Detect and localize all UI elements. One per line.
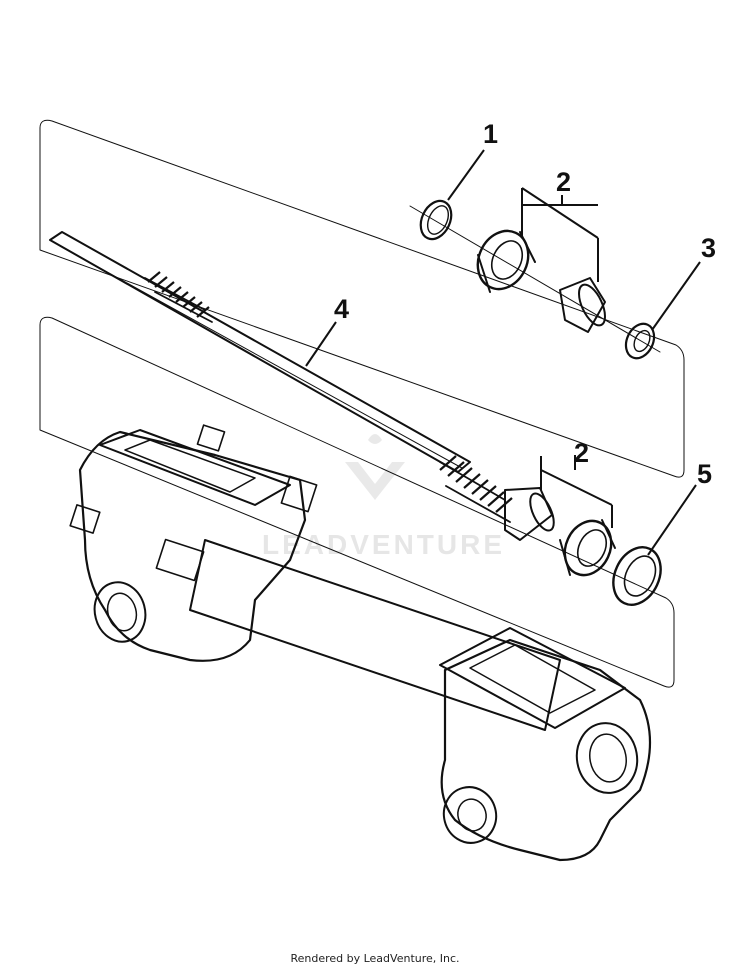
callout-3: 3 — [701, 233, 716, 263]
bearing-cup-lower — [559, 519, 616, 577]
callout-4: 4 — [334, 294, 349, 324]
bearing-cone-lower — [504, 487, 555, 541]
washer — [624, 322, 656, 360]
callout-1: 1 — [483, 119, 498, 149]
assembly-axis-line — [409, 205, 661, 353]
lower-group-boundary — [39, 316, 675, 688]
worm-shaft — [49, 231, 513, 523]
watermark-logo: LEADVENTURE — [262, 434, 505, 560]
render-credit: Rendered by LeadVenture, Inc. — [290, 952, 460, 965]
axle-housing — [69, 424, 652, 862]
callout-5: 5 — [697, 459, 712, 489]
callout-2-upper: 2 — [556, 167, 571, 197]
watermark-text: LEADVENTURE — [262, 529, 505, 560]
callout-2-lower: 2 — [574, 438, 589, 468]
thrust-washer — [612, 546, 662, 606]
leader-lines — [305, 149, 701, 556]
upper-group-boundary — [39, 119, 685, 478]
bearing-cup-upper — [476, 229, 536, 293]
bearing-cone-upper — [559, 277, 606, 333]
retaining-ring — [419, 199, 453, 241]
